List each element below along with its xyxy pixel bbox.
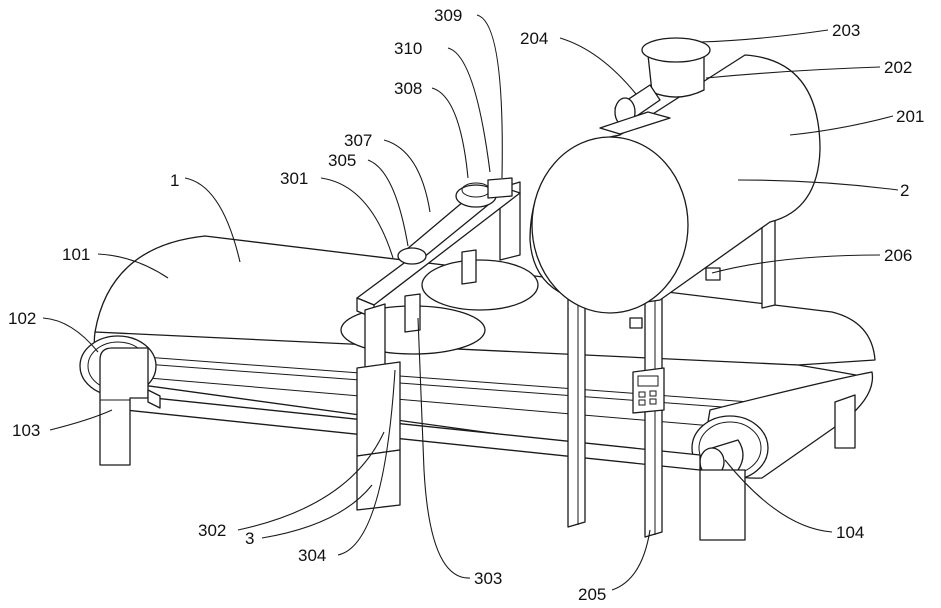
label-308: 308 [394, 79, 422, 98]
label-101: 101 [62, 245, 90, 264]
label-310: 310 [394, 39, 422, 58]
label-3: 3 [245, 529, 254, 548]
label-103: 103 [12, 421, 40, 440]
right-support-leg [700, 470, 745, 540]
label-104: 104 [836, 523, 864, 542]
label-204: 204 [520, 29, 548, 48]
label-206: 206 [884, 246, 912, 265]
label-202: 202 [884, 58, 912, 77]
label-304: 304 [298, 546, 326, 565]
front-column [365, 304, 385, 372]
tank-assembly [530, 38, 820, 328]
label-302: 302 [198, 521, 226, 540]
tank-end-cap [532, 137, 688, 313]
label-203: 203 [832, 21, 860, 40]
rear-tray-disc [422, 260, 538, 310]
control-panel [633, 368, 664, 413]
tank-lid [642, 38, 710, 62]
label-309: 309 [434, 6, 462, 25]
label-307: 307 [344, 131, 372, 150]
label-102: 102 [8, 309, 36, 328]
label-1: 1 [170, 171, 179, 190]
label-301: 301 [280, 169, 308, 188]
label-205: 205 [578, 585, 606, 604]
label-2: 2 [900, 181, 909, 200]
label-303: 303 [474, 569, 502, 588]
label-201: 201 [896, 107, 924, 126]
small-pulley [398, 248, 426, 264]
label-305: 305 [328, 151, 356, 170]
